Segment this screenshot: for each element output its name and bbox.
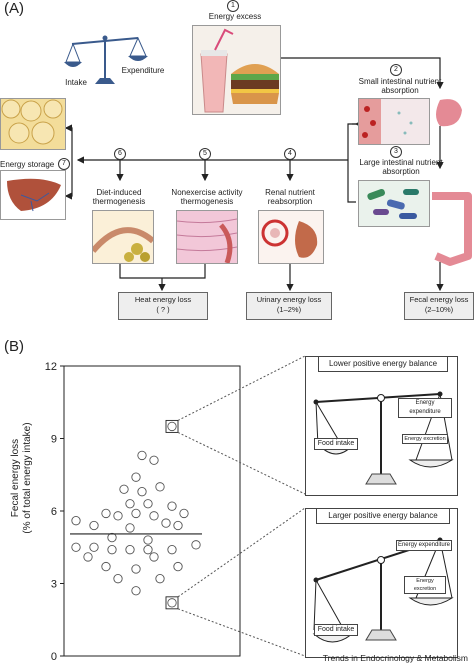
data-point (89, 542, 99, 552)
kidney-image (258, 210, 324, 264)
expenditure-label: Expenditure (121, 66, 165, 75)
y-tick-label: 3 (51, 579, 57, 591)
step-7-marker: 7 (58, 158, 70, 170)
data-point (143, 535, 153, 545)
data-point (125, 499, 135, 509)
heat-energy-loss-box: Heat energy loss ( ? ) (118, 292, 208, 320)
y-tick-label: 0 (51, 651, 57, 663)
lower-food-intake-box: Food intake (314, 438, 358, 450)
dit-title: Diet-induced thermogenesis (92, 188, 146, 206)
y-tick-label: 9 (51, 434, 57, 446)
colon-illustration (432, 192, 472, 266)
data-point (89, 520, 99, 531)
adipose-tissue-image (92, 210, 154, 264)
data-point (155, 482, 165, 492)
fecal-loss-label: Fecal energy loss (409, 295, 469, 304)
energy-storage-title: Energy storage (0, 160, 55, 169)
larger-food-intake-box: Food intake (314, 624, 358, 636)
step-2-marker: 2 (390, 64, 402, 76)
data-point (173, 520, 183, 531)
data-point (83, 552, 93, 562)
dashed-connector (177, 608, 306, 657)
data-point (155, 574, 165, 584)
y-tick-label: 6 (51, 506, 57, 518)
data-point (101, 561, 111, 572)
urinary-loss-value: (1–2%) (276, 305, 302, 314)
data-point (167, 501, 177, 511)
data-point (125, 545, 135, 555)
large-intestine-image (358, 180, 430, 227)
dashed-connector (177, 431, 306, 495)
data-point (71, 542, 81, 552)
data-point (143, 499, 153, 509)
panel-b-label: (B) (4, 338, 24, 355)
fat-cells-image (0, 98, 66, 150)
step-4-marker: 4 (284, 148, 296, 160)
data-point (71, 516, 81, 526)
fecal-loss-value: (2–10%) (424, 305, 454, 314)
data-point (131, 564, 141, 574)
neat-title: Nonexercise activity thermogenesis (171, 188, 243, 206)
fast-food-image (192, 25, 281, 115)
larger-balance-title: Larger positive energy balance (316, 508, 450, 524)
data-point (143, 545, 153, 555)
highlighted-point (167, 421, 177, 432)
data-point (137, 450, 147, 461)
larger-energy-expenditure-box: Energy expenditure (396, 540, 452, 551)
data-point (107, 545, 117, 555)
panel-a-arrows (64, 57, 444, 292)
small-intestine-image (358, 98, 430, 145)
intake-label: Intake (65, 78, 87, 87)
data-point (137, 487, 147, 497)
step-5-marker: 5 (199, 148, 211, 160)
small-intestine-title: Small intestinal nutrient absorption (358, 77, 442, 95)
data-point (131, 508, 141, 519)
panel-a-label: (A) (4, 0, 24, 17)
data-point (173, 561, 183, 572)
journal-credit: Trends in Endocrinology & Metabolism (322, 653, 468, 663)
data-point (149, 552, 159, 562)
data-point (113, 574, 123, 584)
balance-scale-illustration (64, 35, 148, 84)
lower-energy-expenditure-box: Energy expenditure (398, 398, 452, 418)
muscle-tissue-image (176, 210, 238, 264)
data-point (167, 545, 177, 555)
data-point (149, 511, 159, 521)
lower-energy-excretion-box: Energy excretion (402, 434, 448, 444)
y-tick-label: 12 (45, 361, 57, 373)
data-point (119, 484, 129, 494)
larger-energy-excretion-box: Energy excretion (404, 576, 446, 594)
large-intestine-title: Large intestinal nutrient absorption (359, 158, 443, 176)
urinary-loss-label: Urinary energy loss (256, 295, 322, 304)
renal-title: Renal nutrient reabsorption (265, 188, 315, 206)
heat-loss-label: Heat energy loss (134, 295, 192, 304)
data-point (113, 511, 123, 521)
data-point (191, 540, 201, 550)
fecal-energy-loss-box: Fecal energy loss (2–10%) (404, 292, 474, 320)
energy-excess-title: Energy excess (208, 12, 262, 21)
data-point (101, 508, 111, 519)
lower-balance-title: Lower positive energy balance (318, 356, 448, 372)
stomach-illustration (436, 99, 462, 127)
data-point (179, 508, 189, 519)
data-point (131, 472, 141, 482)
data-point (125, 523, 135, 533)
data-point (161, 518, 171, 528)
step-3-marker: 3 (390, 146, 402, 158)
highlighted-point (167, 598, 177, 608)
data-point (131, 586, 141, 596)
heat-loss-value: ( ? ) (156, 305, 170, 314)
data-point (149, 455, 159, 465)
step-6-marker: 6 (114, 148, 126, 160)
dashed-connector (177, 507, 306, 598)
liver-image (0, 170, 66, 220)
step-1-marker: 1 (227, 0, 239, 12)
urinary-energy-loss-box: Urinary energy loss (1–2%) (246, 292, 332, 320)
